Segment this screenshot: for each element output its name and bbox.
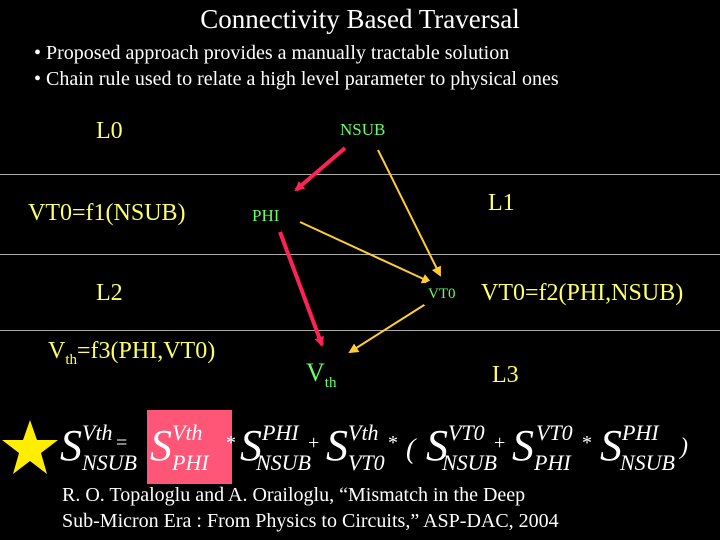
sub-phi: PHI — [172, 450, 209, 475]
function-f3: Vth=f3(PHI,VT0) — [48, 338, 216, 368]
level-l0-label: L0 — [96, 118, 123, 144]
slide-title: Connectivity Based Traversal — [200, 4, 520, 34]
edge-nsub-vt0 — [377, 149, 441, 277]
node-vt0: VT0 — [420, 280, 464, 309]
equation-highlight-box — [147, 410, 232, 484]
s-symbol: S — [150, 421, 172, 470]
level-l1-label: L1 — [488, 190, 515, 216]
times-sign: * — [388, 432, 398, 454]
edge-phi-vth — [278, 231, 324, 347]
separator-line-1 — [0, 174, 720, 175]
sub-nsub: NSUB — [620, 450, 675, 475]
edge-phi-vt0 — [299, 221, 432, 284]
times-sign: * — [582, 432, 592, 454]
times-sign: * — [226, 432, 236, 454]
function-f2: VT0=f2(PHI,NSUB) — [481, 280, 684, 306]
s-symbol: S — [512, 421, 534, 470]
s-symbol: S — [600, 421, 622, 470]
level-l2-label: L2 — [96, 280, 123, 306]
sub-phi: PHI — [534, 450, 571, 475]
bullet-1: • Proposed approach provides a manually … — [34, 42, 510, 64]
equals-sign: = — [116, 432, 128, 454]
star-icon — [2, 420, 58, 474]
edge-nsub-phi — [294, 146, 347, 192]
node-nsub: NSUB — [332, 114, 394, 146]
sup-phi: PHI — [622, 420, 659, 445]
sup-vth: Vth — [82, 420, 113, 445]
sup-vth: Vth — [172, 420, 203, 445]
sup-vth: Vth — [348, 420, 379, 445]
sup-vt0: VT0 — [448, 420, 485, 445]
s-symbol: S — [240, 421, 262, 470]
left-paren: ( — [406, 434, 416, 465]
right-paren: ) — [680, 434, 688, 460]
reference-line-2: Sub-Micron Era : From Physics to Circuit… — [62, 510, 559, 532]
s-symbol: S — [426, 421, 448, 470]
reference-line-1: R. O. Topaloglu and A. Orailoglu, “Misma… — [62, 484, 526, 506]
s-symbol: S — [326, 421, 348, 470]
separator-line-3 — [0, 330, 720, 331]
sub-nsub: NSUB — [82, 450, 137, 475]
sub-nsub: NSUB — [256, 450, 311, 475]
plus-sign: + — [308, 432, 320, 454]
separator-line-2 — [0, 254, 720, 255]
s-symbol: S — [60, 421, 82, 470]
sub-vt0: VT0 — [348, 450, 385, 475]
function-f1: VT0=f1(NSUB) — [28, 200, 186, 226]
level-l3-label: L3 — [492, 362, 519, 388]
node-phi: PHI — [244, 200, 288, 232]
bullet-2: • Chain rule used to relate a high level… — [34, 68, 559, 90]
node-vth: Vth — [298, 352, 345, 399]
sup-phi: PHI — [262, 420, 299, 445]
sup-vt0: VT0 — [536, 420, 573, 445]
edge-vt0-vth — [348, 299, 433, 354]
plus-sign: + — [494, 432, 506, 454]
sub-nsub: NSUB — [442, 450, 497, 475]
